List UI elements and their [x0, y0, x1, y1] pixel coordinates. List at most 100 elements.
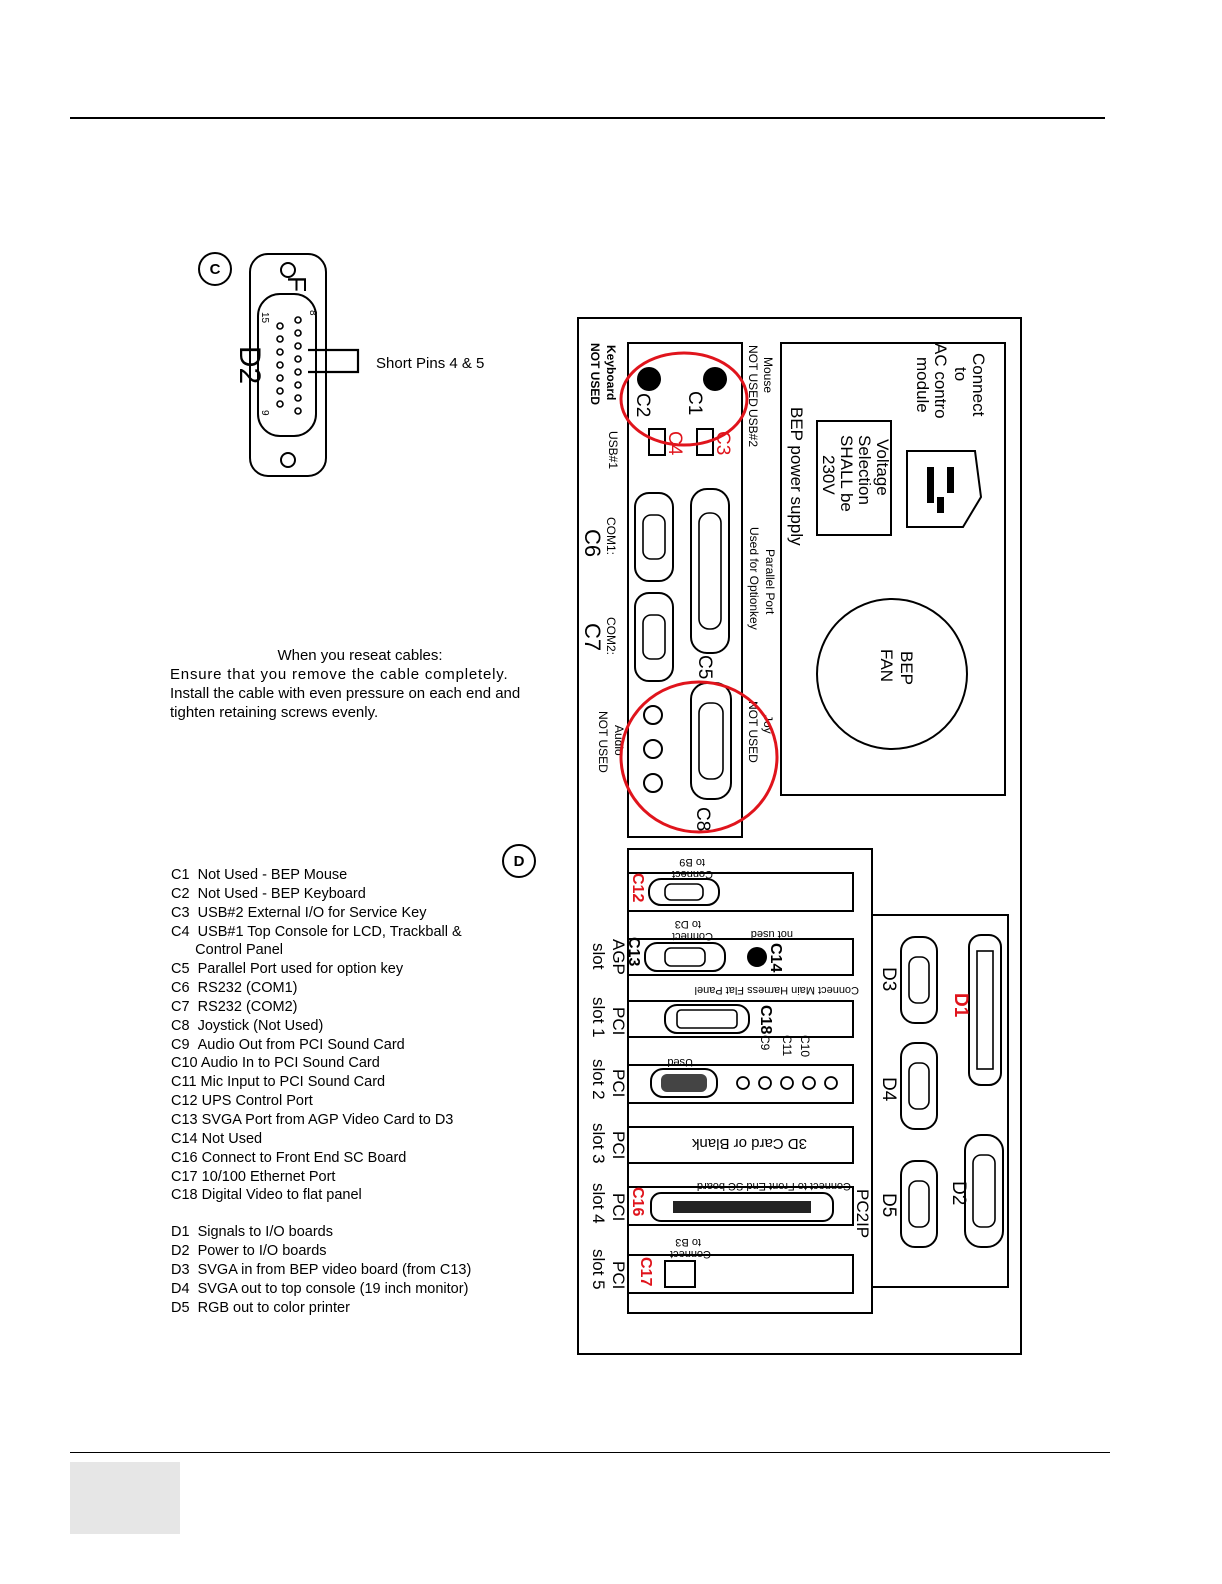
legend-item: C2 Not Used - BEP Keyboard — [171, 885, 366, 902]
com1-label: COM1: — [604, 517, 618, 555]
highlight-c1-c2 — [619, 351, 749, 447]
d3-label: D3 — [878, 967, 899, 991]
d4-port-icon — [900, 1042, 938, 1130]
callout-c-badge: C — [198, 252, 232, 286]
slot4-label: slot 4 — [589, 1183, 608, 1224]
pin-dot — [294, 394, 302, 402]
card-pci-slot-3 — [627, 1126, 854, 1164]
header-rule — [70, 117, 1105, 119]
legend-item: C17 10/100 Ethernet Port — [171, 1168, 336, 1185]
c14-port-icon — [747, 947, 767, 967]
pinout-f-label: F — [282, 276, 312, 292]
reseat-note: When you reseat cables: Ensure that you … — [170, 646, 550, 722]
legend-item: C14 Not Used — [171, 1130, 263, 1147]
slot2-label: slot 2 — [589, 1059, 608, 1100]
card-pci-slot-1 — [627, 1000, 854, 1038]
legend-item: D3 SVGA in from BEP video board (from C1… — [171, 1261, 472, 1278]
psu-connect-2: to — [951, 367, 970, 381]
c17-label: C17 — [637, 1257, 654, 1286]
blank-card-label: 3D Card or Blank — [691, 1135, 807, 1152]
joystick-port-icon — [690, 682, 732, 800]
slot3-pci: PCI — [609, 1131, 628, 1159]
slot1-label: slot 1 — [589, 997, 608, 1038]
io-block — [627, 342, 743, 838]
pin-dot — [294, 329, 302, 337]
slot3-label: slot 3 — [589, 1123, 608, 1164]
d2-pinout-diagram: F D2 8 15 9 — [233, 253, 360, 477]
highlight-c8-audio — [619, 680, 779, 834]
legend-item: Control Panel — [171, 942, 284, 959]
pin-dot — [276, 374, 284, 382]
audio-jack-2-icon — [643, 739, 663, 759]
back-panel-diagram: Connect to AC contro module Voltage Sele… — [577, 317, 1022, 1355]
c12-label: C12 — [629, 873, 646, 902]
psu-title: BEP power supply — [787, 407, 806, 546]
legend-c-list: C1 Not Used - BEP Mouse C2 Not Used - BEP… — [171, 866, 571, 1205]
pin-dot — [294, 355, 302, 363]
audio-jack-1-icon — [643, 705, 663, 725]
footer-rule — [70, 1452, 1110, 1453]
legend-item: C3 USB#2 External I/O for Service Key — [171, 904, 427, 921]
reseat-line-2: Install the cable with even pressure on … — [170, 685, 521, 721]
pin-dot — [294, 368, 302, 376]
pin-dot — [294, 316, 302, 324]
pin-8-label: 8 — [307, 310, 318, 316]
card-agp — [627, 938, 854, 976]
card-pci-slot-2 — [627, 1064, 854, 1104]
c1-label: C1 — [684, 391, 705, 415]
pin-dot — [276, 400, 284, 408]
pinout-d2-label: D2 — [233, 346, 266, 384]
c5-label: C5 — [694, 655, 715, 679]
audio-not-used: NOT USED — [596, 711, 610, 773]
pin-dot — [294, 381, 302, 389]
slot4-pci: PCI — [609, 1193, 628, 1221]
legend-item: C6 RS232 (COM1) — [171, 980, 298, 997]
audio-jack-3-icon — [643, 773, 663, 793]
legend-item: C16 Connect to Front End SC Board — [171, 1149, 407, 1166]
pin-dot — [276, 322, 284, 330]
c18-label: C18 — [757, 1005, 774, 1034]
legend-item: C1 Not Used - BEP Mouse — [171, 867, 348, 883]
mouse-not-used: NOT USED — [746, 345, 760, 407]
keyboard-not-used: NOT USED — [588, 343, 602, 405]
voltage-box — [816, 420, 892, 536]
legend-item: C12 UPS Control Port — [171, 1093, 313, 1110]
legend-item: C8 Joystick (Not Used) — [171, 1017, 324, 1034]
c7-label: C7 — [580, 623, 605, 651]
pc2ip-label: PC2IP — [853, 1189, 872, 1238]
pin-dot — [276, 348, 284, 356]
c9-label: C9 — [758, 1035, 772, 1051]
c9-jack-icon — [736, 1076, 750, 1090]
c16-label: C16 — [629, 1187, 646, 1216]
psu-connect-3: AC contro — [931, 343, 950, 419]
c14-not-used: not used — [751, 928, 793, 940]
c13-port-icon — [644, 942, 726, 972]
c11-label: C11 — [780, 1035, 794, 1056]
agp-slot-label: slot — [589, 943, 608, 970]
c12-port-icon — [648, 878, 720, 906]
c10-label: C10 — [798, 1035, 812, 1057]
card-pci-slot-5 — [627, 1254, 854, 1294]
keyboard-label: Keyboard — [604, 345, 618, 400]
mouse-port-icon — [703, 367, 727, 391]
parallel-use: Used for Optionkey — [747, 527, 761, 630]
c16-port-icon — [650, 1192, 834, 1222]
front-end-label: Connect to Front End SC board — [697, 1180, 851, 1192]
d2-label: D2 — [948, 1181, 969, 1205]
callout-d-badge: D — [502, 844, 536, 878]
reseat-line-1: Ensure that you remove the cable complet… — [170, 666, 509, 683]
c14-label: C14 — [767, 943, 784, 972]
legend-item: D4 SVGA out to top console (19 inch moni… — [171, 1280, 469, 1297]
d2-port-icon — [964, 1134, 1004, 1248]
psu-block — [780, 342, 1006, 796]
parallel-label: Parallel Port — [763, 549, 777, 615]
mouse-label: Mouse — [761, 357, 775, 393]
flat-panel-label: Connect Main Harness Flat Panel — [695, 984, 859, 996]
agp-label: AGP — [609, 939, 628, 975]
legend-item: D5 RGB out to color printer — [171, 1299, 350, 1316]
d5-port-icon — [900, 1160, 938, 1248]
card-pci-slot-4 — [627, 1186, 854, 1226]
pin-dot — [294, 342, 302, 350]
card-c12 — [627, 872, 854, 912]
voltage-2: Selection — [855, 435, 874, 505]
